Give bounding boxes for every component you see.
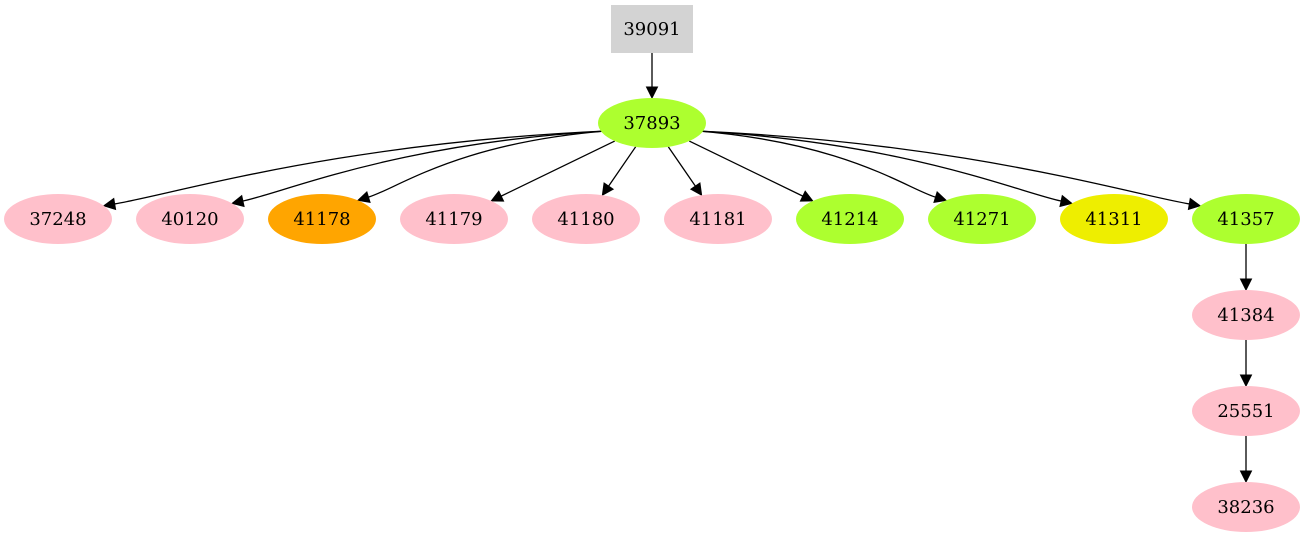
node-41178[interactable]: 41178 <box>268 194 376 244</box>
node-41179[interactable]: 41179 <box>400 194 508 244</box>
node-label: 25551 <box>1217 401 1274 422</box>
node-40120[interactable]: 40120 <box>136 194 244 244</box>
node-25551[interactable]: 25551 <box>1192 386 1300 436</box>
edge-line <box>242 130 607 202</box>
node-label: 40120 <box>161 209 218 230</box>
edge-25551-38236 <box>1239 435 1253 484</box>
node-label: 41357 <box>1217 209 1274 230</box>
ellipse-node-shape <box>4 194 112 244</box>
node-label: 41311 <box>1085 209 1142 230</box>
ellipse-node-shape <box>598 98 706 148</box>
edge-line <box>697 130 1062 202</box>
node-41214[interactable]: 41214 <box>796 194 904 244</box>
node-41271[interactable]: 41271 <box>928 194 1036 244</box>
edge-37893-41214 <box>689 140 814 202</box>
arrowhead-icon <box>645 86 659 100</box>
node-label: 37248 <box>29 209 86 230</box>
node-41181[interactable]: 41181 <box>664 194 772 244</box>
edge-line <box>697 130 1190 205</box>
node-label: 39091 <box>623 19 680 40</box>
node-label: 38236 <box>1217 497 1274 518</box>
edge-37893-41179 <box>490 140 615 202</box>
node-41180[interactable]: 41180 <box>532 194 640 244</box>
arrowhead-icon <box>689 182 703 197</box>
ellipse-node-shape <box>1192 194 1300 244</box>
box-node-shape <box>611 5 693 53</box>
arrowhead-icon <box>490 190 505 202</box>
ellipse-node-shape <box>1192 386 1300 436</box>
edge-39091-37893 <box>645 53 659 100</box>
ellipse-node-shape <box>1192 482 1300 532</box>
arrowhead-icon <box>601 182 615 197</box>
ellipse-node-shape <box>532 194 640 244</box>
arrowhead-icon <box>102 197 117 211</box>
ellipse-node-shape <box>400 194 508 244</box>
ellipse-node-shape <box>1060 194 1168 244</box>
node-38236[interactable]: 38236 <box>1192 482 1300 532</box>
node-label: 41179 <box>425 209 482 230</box>
node-39091[interactable]: 39091 <box>611 5 693 53</box>
node-label: 41384 <box>1217 305 1274 326</box>
node-37893[interactable]: 37893 <box>598 98 706 148</box>
node-41384[interactable]: 41384 <box>1192 290 1300 340</box>
ellipse-node-shape <box>928 194 1036 244</box>
edge-41357-41384 <box>1239 243 1253 292</box>
edge-37893-41357 <box>697 130 1202 211</box>
ellipse-node-shape <box>136 194 244 244</box>
edge-37893-41178 <box>356 130 607 204</box>
edge-37893-40120 <box>231 130 607 208</box>
arrowhead-icon <box>799 190 814 202</box>
edge-line <box>500 140 615 197</box>
arrowhead-icon <box>1187 197 1202 211</box>
arrowhead-icon <box>356 190 371 204</box>
ellipse-node-shape <box>1192 290 1300 340</box>
arrowhead-icon <box>1239 278 1253 292</box>
node-label: 41214 <box>821 209 878 230</box>
edge-line <box>689 140 804 197</box>
edge-line <box>667 146 696 187</box>
edge-37893-37248 <box>102 130 607 211</box>
node-41311[interactable]: 41311 <box>1060 194 1168 244</box>
node-label: 41180 <box>557 209 614 230</box>
arrowhead-icon <box>231 194 245 208</box>
edge-37893-41180 <box>601 146 637 197</box>
ellipse-node-shape <box>796 194 904 244</box>
edge-line <box>697 130 936 198</box>
arrowhead-icon <box>1059 194 1073 208</box>
edge-line <box>114 130 607 205</box>
node-label: 41271 <box>953 209 1010 230</box>
node-label: 37893 <box>623 113 680 134</box>
edge-line <box>368 130 607 198</box>
node-label: 41178 <box>293 209 350 230</box>
edge-37893-41181 <box>667 146 703 197</box>
ellipse-node-shape <box>664 194 772 244</box>
edge-37893-41311 <box>697 130 1073 208</box>
node-41357[interactable]: 41357 <box>1192 194 1300 244</box>
edges-layer <box>102 53 1253 484</box>
edge-37893-41271 <box>697 130 948 204</box>
arrowhead-icon <box>1239 374 1253 388</box>
arrowhead-icon <box>933 190 948 204</box>
edge-41384-25551 <box>1239 339 1253 388</box>
nodes-layer: 39091 37893 37248 40120 41178 41179 41180 41181… <box>4 5 1300 532</box>
ellipse-node-shape <box>268 194 376 244</box>
arrowhead-icon <box>1239 470 1253 484</box>
edge-line <box>608 146 637 187</box>
node-label: 41181 <box>689 209 746 230</box>
node-37248[interactable]: 37248 <box>4 194 112 244</box>
